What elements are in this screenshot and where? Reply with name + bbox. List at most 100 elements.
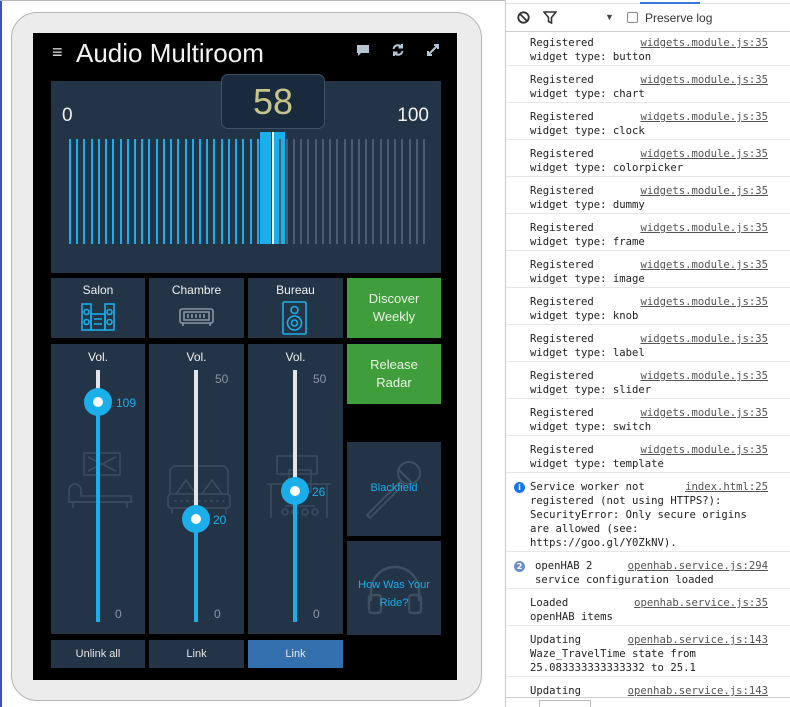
volume-tick xyxy=(321,139,324,244)
slider-thumb[interactable] xyxy=(281,477,309,505)
volume-tick xyxy=(119,139,122,244)
playlist-label: Blackfield xyxy=(370,482,418,494)
link-chambre-button[interactable]: Link xyxy=(149,640,244,668)
speaker-icon xyxy=(282,301,307,340)
volume-tick xyxy=(408,139,411,244)
volume-tick xyxy=(307,139,310,244)
volume-min: 0 xyxy=(214,607,221,621)
log-message: Loaded openHAB items xyxy=(530,597,613,623)
chat-icon[interactable] xyxy=(356,43,372,59)
filter-icon[interactable] xyxy=(542,11,558,27)
playlist-how-was-your-ride-button[interactable]: How Was Your Ride? xyxy=(347,541,441,635)
window-top-border xyxy=(0,0,505,1)
playlist-blackfield-button[interactable]: Blackfield xyxy=(347,442,441,536)
master-volume-slider[interactable]: 0 100 58 xyxy=(51,74,441,273)
log-source-link[interactable]: widgets.module.js:35 xyxy=(640,333,768,345)
volume-value: 109 xyxy=(116,396,137,410)
page-title: Audio Multiroom xyxy=(76,38,264,68)
devtools-tabbar xyxy=(506,0,790,4)
volume-tick xyxy=(260,132,272,244)
refresh-icon[interactable] xyxy=(391,43,407,59)
slider-track-filled[interactable] xyxy=(194,518,198,622)
log-message: Registered widget type: template xyxy=(530,444,664,470)
log-source-link[interactable]: widgets.module.js:35 xyxy=(640,444,768,456)
log-source-link[interactable]: widgets.module.js:35 xyxy=(640,222,768,234)
volume-min: 0 xyxy=(115,607,122,621)
log-source-link[interactable]: widgets.module.js:35 xyxy=(640,111,768,123)
slider-track-filled[interactable] xyxy=(293,490,297,622)
playlist-label-line2: Weekly xyxy=(372,309,416,324)
volume-slider-salon: Vol. 109 0 xyxy=(51,344,145,634)
volume-tick xyxy=(372,139,375,244)
volume-tick xyxy=(423,139,425,244)
fullscreen-icon[interactable] xyxy=(426,43,442,59)
log-source-link[interactable]: openhab.service.js:143 xyxy=(627,634,768,646)
log-source-link[interactable]: widgets.module.js:35 xyxy=(640,185,768,197)
volume-tick xyxy=(69,139,71,244)
log-message: Registered widget type: knob xyxy=(530,296,639,322)
volume-tick-bars[interactable] xyxy=(69,132,425,244)
volume-tick xyxy=(105,139,108,244)
log-source-link[interactable]: widgets.module.js:35 xyxy=(640,407,768,419)
volume-tick xyxy=(357,139,360,244)
clear-console-icon[interactable] xyxy=(517,11,530,27)
volume-tick xyxy=(365,139,368,244)
dashboard-screen: ≡ Audio Multiroom 0 100 58 Salon xyxy=(33,33,457,680)
log-source-link[interactable]: index.html:25 xyxy=(685,481,768,493)
playlist-label-line1: How Was Your xyxy=(358,579,430,591)
room-bureau-toggle[interactable]: Bureau xyxy=(248,278,343,338)
repeat-count-badge: 2 xyxy=(514,561,525,572)
log-source-link[interactable]: widgets.module.js:35 xyxy=(640,259,768,271)
volume-tick xyxy=(134,139,137,244)
log-message: Registered widget type: frame xyxy=(530,222,645,248)
volume-tick xyxy=(199,139,202,244)
stereo-icon xyxy=(81,303,115,336)
slider-track-filled[interactable] xyxy=(96,400,100,622)
living-room-icon xyxy=(67,452,135,525)
volume-label: Vol. xyxy=(186,350,207,364)
unlink-all-button[interactable]: Unlink all xyxy=(51,640,145,668)
volume-tick xyxy=(256,139,259,244)
log-message: Registered widget type: image xyxy=(530,259,645,285)
room-chambre-toggle[interactable]: Chambre xyxy=(149,278,244,338)
log-source-link[interactable]: openhab.service.js:143 xyxy=(627,685,768,697)
playlist-release-radar-button[interactable]: Release Radar xyxy=(347,344,441,404)
volume-tick xyxy=(336,139,339,244)
context-dropdown-arrow-icon[interactable]: ▼ xyxy=(605,12,614,22)
log-source-link[interactable]: widgets.module.js:35 xyxy=(640,74,768,86)
preserve-log-label: Preserve log xyxy=(645,11,713,25)
volume-tick xyxy=(415,139,418,244)
console-input[interactable] xyxy=(539,700,591,707)
volume-tick xyxy=(329,139,332,244)
slider-track-upper xyxy=(194,370,198,518)
slider-track-upper xyxy=(96,370,100,400)
console-input-bar[interactable] xyxy=(506,697,790,707)
playlist-discover-weekly-button[interactable]: Discover Weekly xyxy=(347,278,441,338)
log-source-link[interactable]: widgets.module.js:35 xyxy=(640,37,768,49)
volume-tick xyxy=(112,139,115,244)
hamburger-menu-icon[interactable]: ≡ xyxy=(52,42,63,62)
volume-tick xyxy=(213,139,216,244)
room-salon-toggle[interactable]: Salon xyxy=(51,278,145,338)
log-source-link[interactable]: widgets.module.js:35 xyxy=(640,370,768,382)
volume-tick xyxy=(386,139,389,244)
slider-thumb[interactable] xyxy=(84,388,112,416)
link-bureau-button[interactable]: Link xyxy=(248,640,343,668)
volume-tick xyxy=(97,139,100,244)
log-source-link[interactable]: openhab.service.js:294 xyxy=(627,560,768,572)
volume-tick xyxy=(162,139,165,244)
slider-thumb[interactable] xyxy=(182,505,210,533)
log-source-link[interactable]: openhab.service.js:35 xyxy=(634,597,768,609)
volume-tick xyxy=(83,139,86,244)
preserve-log-checkbox[interactable] xyxy=(627,12,638,23)
log-source-link[interactable]: widgets.module.js:35 xyxy=(640,148,768,160)
log-source-link[interactable]: widgets.module.js:35 xyxy=(640,296,768,308)
